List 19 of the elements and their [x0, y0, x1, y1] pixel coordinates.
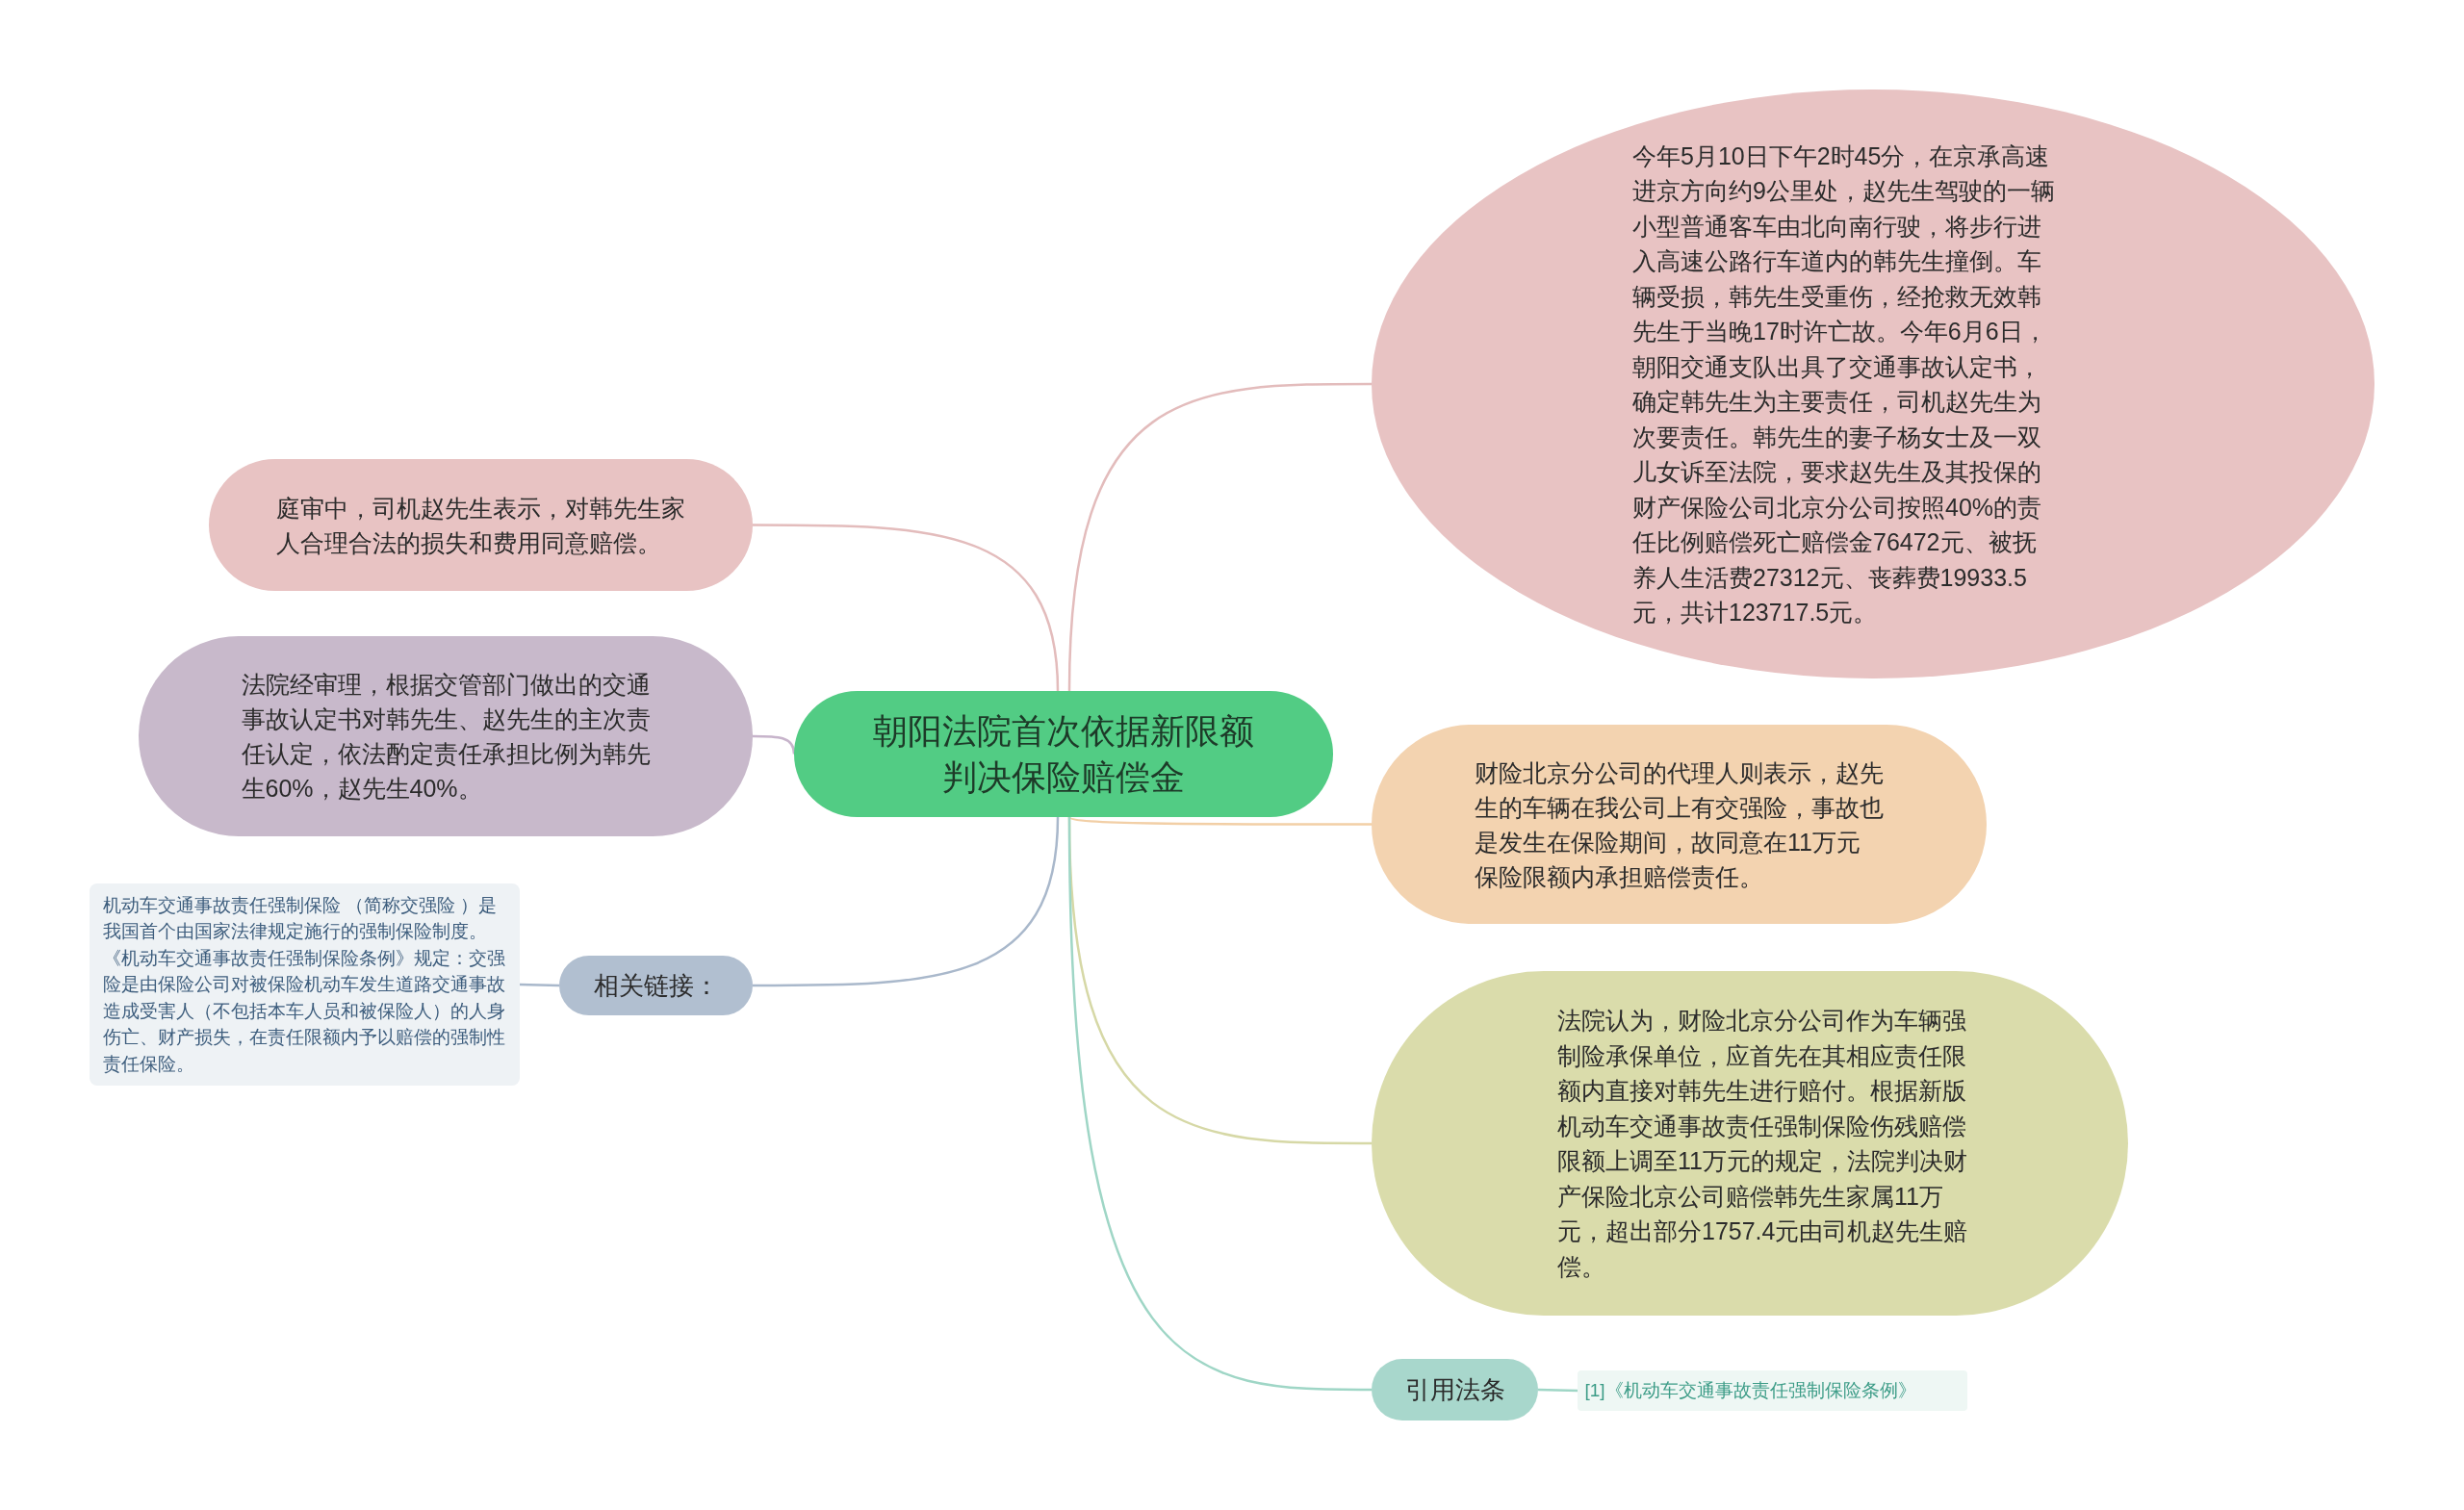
connector [753, 734, 796, 755]
node-text: 引用法条 [1403, 1374, 1506, 1406]
node-text: 机动车交通事故责任强制保险 （简称交强险 ）是我国首个由国家法律规定施行的强制保险制度。《机动车交通事故责任强制保险条例》规定：交强险是由保险公司对被保险机动车发生道路交通事故造成受害人（不包括本车人员和被保险人）的人身伤亡、财产损失，在责任限额内予以赔偿的强制性责任保险。 [102, 893, 506, 1076]
connector [1067, 382, 1372, 692]
citation-card [1578, 1370, 1967, 1411]
node-text: 相关链接： [592, 970, 720, 1002]
node-text: 今年5月10日下午2时45分，在京承高速进京方向约9公里处，赵先生驾驶的一辆小型普通客车由北向南行驶，将步行进入高速公路行车道内的韩先生撞倒。车辆受损，韩先生受重伤，经抢救无效韩先生于当晚17时许亡故。今年6月6日，朝阳交通支队出具了交通事故认定书，确定韩先生为主要责任，司机赵先生为次要责任。韩先生的妻子杨女士及一双儿女诉至法院，要求赵先生及其投保的财产保险公司北京分公司按照40%的责任比例赔偿死亡赔偿金76472元、被抚养人生活费27312元、丧葬费19933.5元，共计123717.5元。 [1632, 141, 2056, 627]
connector [1537, 1388, 1578, 1393]
connector [753, 816, 1060, 987]
connector [519, 983, 560, 987]
node-text: 法院认为，财险北京分公司作为车辆强制险承保单位，应首先在其相应责任限额内直接对韩先生进行赔付。根据新版机动车交通事故责任强制保险伤残赔偿限额上调至11万元的规定，法院判决财产保险北京公司赔偿韩先生家属11万元，超出部分1757.4元由司机赵先生赔偿。 [1557, 1006, 1969, 1282]
node-text: 法院经审理，根据交管部门做出的交通事故认定书对韩先生、赵先生的主次责任认定，依法酌定责任承担比例为韩先生60%，赵先生40%。 [241, 670, 651, 804]
node-text: 财险北京分公司的代理人则表示，赵先生的车辆在我公司上有交强险，事故也是发生在保险期间，故同意在11万元保险限额内承担赔偿责任。 [1475, 757, 1884, 892]
node-text: 庭审中，司机赵先生表示，对韩先生家人合理合法的损失和费用同意赔偿。 [276, 493, 685, 558]
connector [753, 524, 1060, 692]
node-text: 朝阳法院首次依据新限额判决保险赔偿金 [872, 709, 1255, 799]
connector [1067, 816, 1372, 1392]
node-text: [1]《机动车交通事故责任强制保险条例》 [1584, 1379, 1917, 1402]
connector [1068, 815, 1372, 826]
